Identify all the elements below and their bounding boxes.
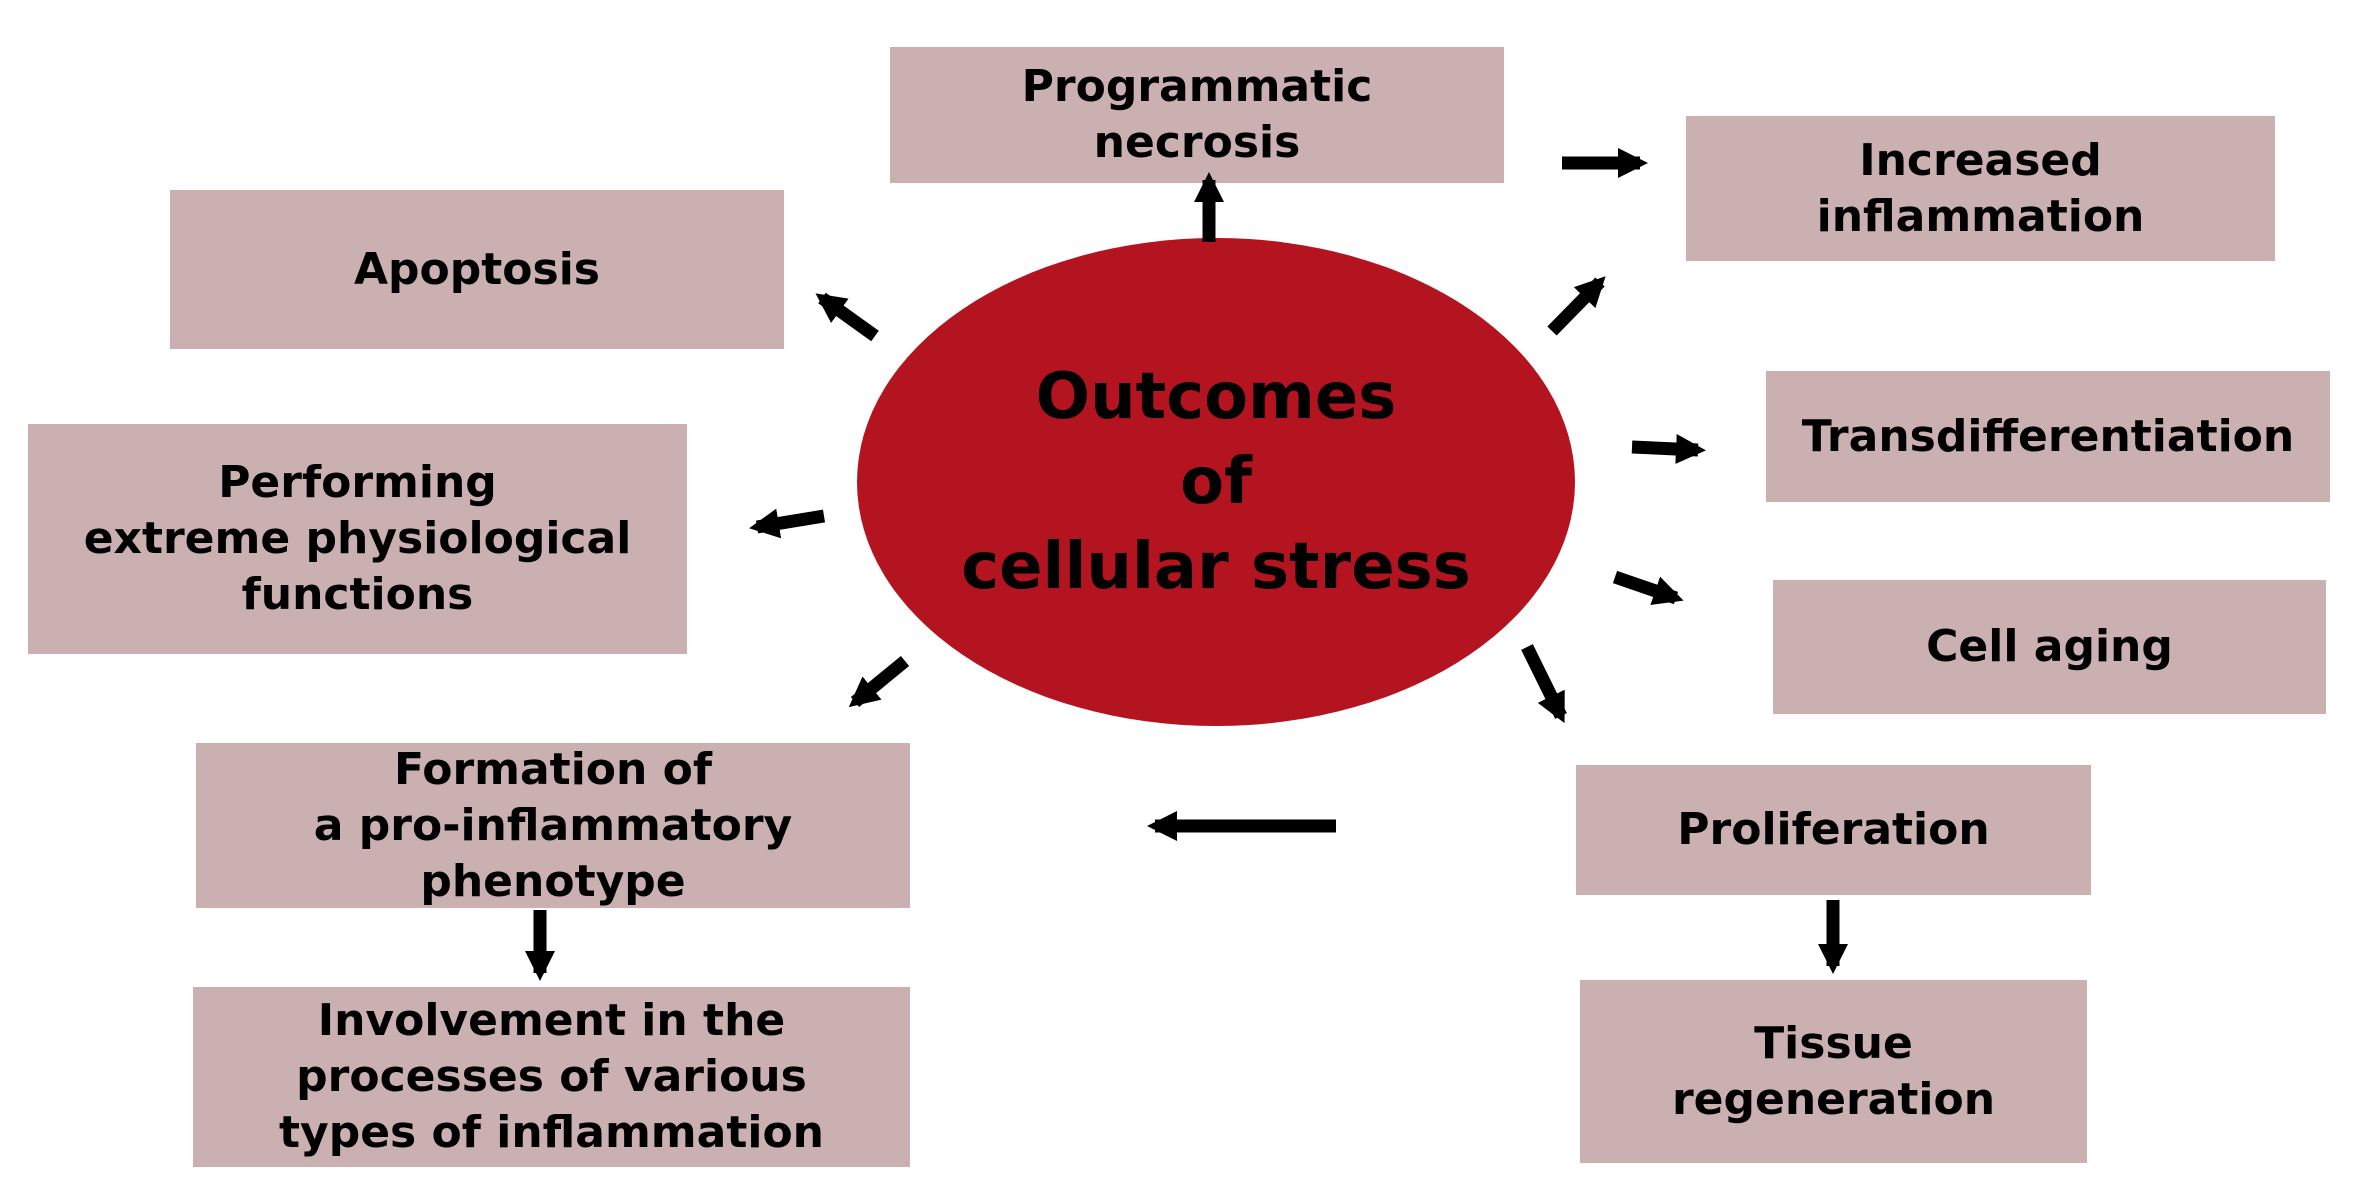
box-label: Involvement in the processes of various … xyxy=(278,995,824,1158)
arrow-to-cell-aging xyxy=(1612,570,1684,606)
box-apoptosis: Apoptosis xyxy=(170,190,784,349)
box-involvement-inflammation: Involvement in the processes of various … xyxy=(193,987,910,1167)
box-tissue-regeneration: Tissue regeneration xyxy=(1580,980,2087,1163)
box-label: Increased inflammation xyxy=(1816,134,2145,242)
box-label: Proliferation xyxy=(1677,804,1990,855)
box-label: Programmatic necrosis xyxy=(1021,61,1373,168)
box-proliferation: Proliferation xyxy=(1576,765,2091,895)
box-performing-extreme-functions: Performing extreme physiological functio… xyxy=(28,424,687,654)
arrow-to-performing xyxy=(749,508,826,539)
box-label: Tissue regeneration xyxy=(1671,1017,1996,1125)
arrow-to-apoptosis xyxy=(815,292,879,342)
arrow-down-left xyxy=(848,655,910,708)
box-label: Transdifferentiation xyxy=(1801,410,2295,462)
box-label: Apoptosis xyxy=(354,243,600,295)
box-programmatic-necrosis: Programmatic necrosis xyxy=(890,47,1504,183)
box-formation-pro-inflammatory: Formation of a pro-inflammatory phenotyp… xyxy=(196,743,910,908)
arrow-up-right xyxy=(1547,276,1606,336)
box-transdifferentiation: Transdifferentiation xyxy=(1766,371,2330,502)
box-label: Cell aging xyxy=(1926,621,2173,672)
center-label: Outcomes of cellular stress xyxy=(961,359,1471,604)
box-label: Performing extreme physiological functio… xyxy=(83,457,632,620)
center-node: Outcomes of cellular stress xyxy=(857,238,1575,726)
box-increased-inflammation: Increased inflammation xyxy=(1686,116,2275,261)
arrow-down-right xyxy=(1521,644,1567,724)
box-label: Formation of a pro-inflammatory phenotyp… xyxy=(313,743,793,907)
arrow-to-transdifferentiation xyxy=(1631,434,1706,464)
box-cell-aging: Cell aging xyxy=(1773,580,2326,714)
